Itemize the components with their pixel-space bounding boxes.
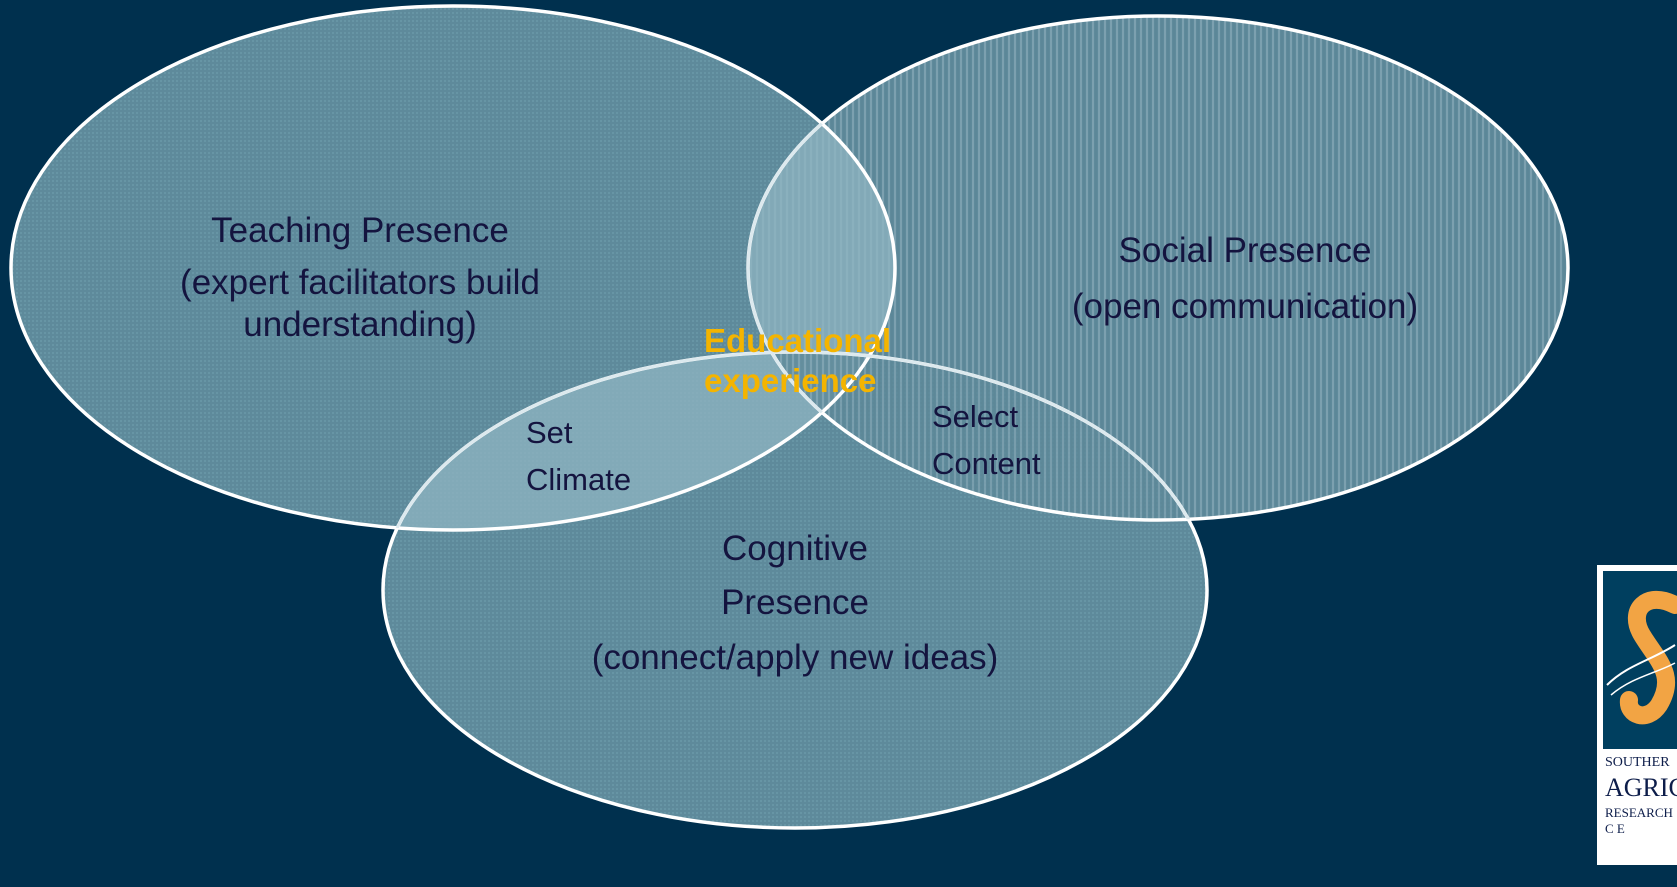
logo-s-mark-icon	[1606, 590, 1677, 725]
cognitive-presence-title-line1: Cognitive	[722, 529, 868, 568]
cognitive-presence-desc: (connect/apply new ideas)	[591, 637, 999, 677]
social-presence-desc: (open communication)	[1071, 287, 1419, 326]
cognitive-presence-title-line2: Presence	[721, 583, 869, 623]
logo-line4: C E	[1605, 821, 1625, 836]
teaching-presence-desc-line1: (expert facilitators build	[180, 263, 540, 302]
educational-experience-label: Educational experience	[704, 321, 891, 400]
teaching-presence-title: Teaching Presence	[211, 211, 509, 250]
educational-experience-line1: Educational	[704, 322, 892, 359]
sare-logo: SOUTHER AGRIC RESEARCH C E	[1597, 565, 1677, 865]
logo-line2: AGRIC	[1605, 773, 1677, 802]
select-content-line2: Content	[932, 445, 1041, 481]
teaching-presence-desc-line2: understanding)	[243, 305, 477, 344]
cognitive-presence-label: Cognitive Presence (connect/apply new id…	[530, 522, 1060, 685]
cognitive-inner-outline-social	[748, 350, 1209, 520]
logo-line3: RESEARCH	[1605, 805, 1673, 820]
logo-line1: SOUTHER	[1605, 755, 1670, 770]
select-content-line1: Select	[932, 399, 1019, 434]
set-climate-line1: Set	[526, 415, 573, 450]
teaching-outline	[9, 4, 897, 532]
set-climate-label: Set Climate	[526, 410, 631, 503]
overlap-teaching-cognitive	[383, 352, 895, 530]
select-content-label: Select Content	[932, 394, 1041, 487]
overlap-social-cognitive	[748, 352, 1207, 520]
teaching-presence-label: Teaching Presence (expert facilitators b…	[130, 210, 590, 346]
social-presence-title: Social Presence	[1118, 231, 1372, 270]
social-inner-outline	[746, 14, 895, 522]
educational-experience-line2: experience	[704, 361, 877, 399]
set-climate-line2: Climate	[526, 461, 632, 497]
social-presence-label: Social Presence (open communication)	[1020, 230, 1470, 328]
